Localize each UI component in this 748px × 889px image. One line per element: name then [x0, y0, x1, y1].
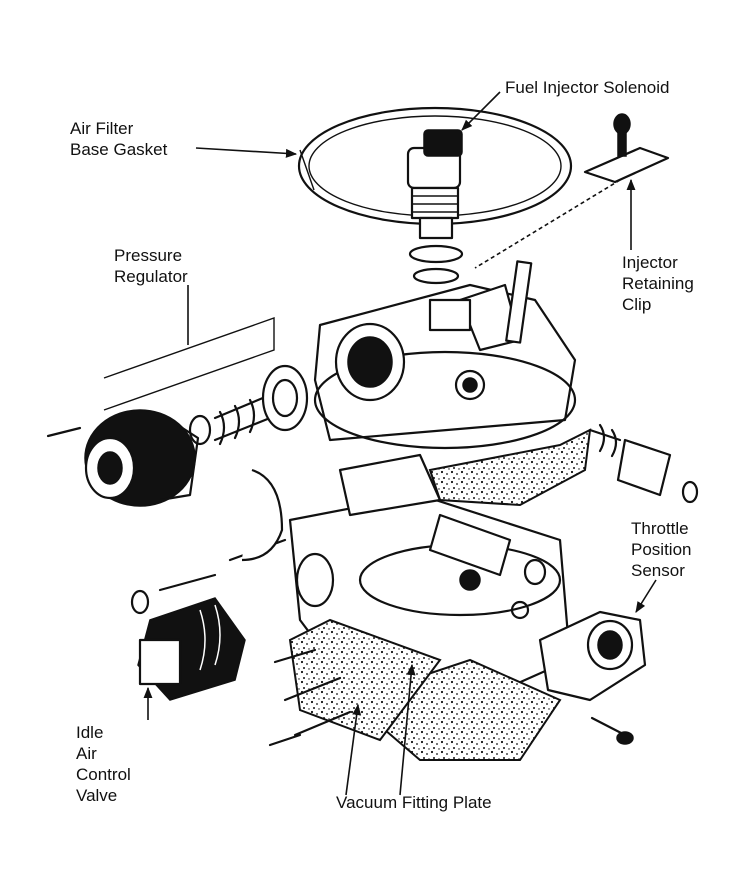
fuel-inlet-fittings [428, 423, 699, 586]
vacuum-fitting-plate-part [268, 618, 442, 747]
throttle-position-sensor-label: Throttle Position Sensor [631, 518, 691, 581]
injector-retaining-clip-part [583, 113, 670, 184]
idle-air-control-valve-line-3: Control [76, 765, 131, 784]
fuel-meter-body [313, 260, 577, 450]
air-filter-base-gasket-line-1: Air Filter [70, 119, 134, 138]
pressure-regulator-line-2: Regulator [114, 267, 188, 286]
throttle-position-sensor-part [538, 610, 647, 745]
pressure-regulator-bracket [103, 317, 275, 411]
throttle-position-sensor-line-2: Position [631, 540, 692, 559]
idle-air-control-valve-line-2: Air [76, 744, 97, 763]
injector-retaining-clip-label: Injector Retaining Clip [622, 252, 694, 315]
throttle-position-sensor-line-3: Sensor [631, 561, 685, 580]
vacuum-fitting-plate-label-text: Vacuum Fitting Plate [336, 793, 492, 812]
injector-retaining-clip-line-2: Retaining [622, 274, 694, 293]
injector-retaining-clip-line-1: Injector [622, 253, 678, 272]
fuel-injector-solenoid-label-text: Fuel Injector Solenoid [505, 78, 670, 97]
idle-air-control-valve-label: Idle Air Control Valve [76, 722, 131, 806]
injector-retaining-clip-line-3: Clip [622, 295, 652, 314]
fuel-injector-solenoid-part [406, 129, 464, 285]
pressure-regulator-line-1: Pressure [114, 246, 183, 265]
pressure-regulator-label: Pressure Regulator [114, 245, 188, 287]
idle-air-control-valve-line-1: Idle [76, 723, 104, 742]
pressure-regulator-part [46, 364, 309, 507]
fuel-injector-solenoid-label: Fuel Injector Solenoid [505, 77, 669, 98]
throttle-position-sensor-line-1: Throttle [631, 519, 689, 538]
idle-air-control-valve-line-4: Valve [76, 786, 118, 805]
air-filter-base-gasket-label: Air Filter Base Gasket [70, 118, 167, 160]
idle-air-control-valve-part [130, 468, 287, 701]
leader-lines [143, 91, 657, 796]
air-filter-base-gasket-line-2: Base Gasket [70, 140, 168, 159]
vacuum-fitting-plate-label: Vacuum Fitting Plate [336, 792, 492, 813]
